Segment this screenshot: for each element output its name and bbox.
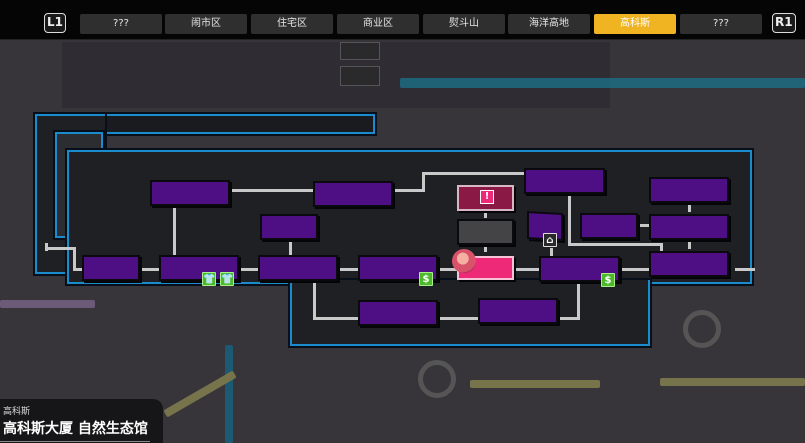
connector bbox=[337, 268, 359, 271]
map-room[interactable] bbox=[260, 214, 318, 240]
connector bbox=[568, 243, 663, 246]
tab-unknown-2[interactable]: ??? bbox=[680, 14, 762, 34]
tab-gaokesi[interactable]: 高科斯 bbox=[594, 14, 676, 34]
connector bbox=[228, 189, 314, 192]
connector bbox=[557, 317, 580, 320]
alert-room[interactable]: ! bbox=[457, 185, 514, 211]
map-room[interactable] bbox=[524, 168, 605, 194]
area-name: 高科斯 bbox=[3, 407, 31, 417]
map-room[interactable] bbox=[82, 255, 140, 281]
money-icon: $ bbox=[601, 273, 615, 287]
floor-frame-bottom bbox=[290, 280, 650, 346]
connector bbox=[735, 268, 755, 271]
upper-room bbox=[340, 66, 380, 86]
area-tab-bar: L1 ??? 闹市区 住宅区 商业区 熨斗山 海洋高地 高科斯 ??? R1 bbox=[0, 0, 805, 40]
map-room[interactable] bbox=[358, 300, 438, 326]
connector bbox=[512, 268, 540, 271]
alert-icon: ! bbox=[480, 190, 494, 204]
connector bbox=[422, 172, 425, 192]
connector bbox=[391, 189, 424, 192]
r1-bumper-button[interactable]: R1 bbox=[772, 13, 796, 33]
metro-line-yellow bbox=[470, 380, 600, 388]
connector bbox=[568, 196, 571, 244]
player-avatar-icon bbox=[452, 249, 476, 273]
shirt-icon: 👕 bbox=[202, 272, 216, 286]
location-name: 高科斯大厦 自然生态馆 bbox=[3, 421, 148, 437]
tab-unknown-1[interactable]: ??? bbox=[80, 14, 162, 34]
connector bbox=[313, 317, 359, 320]
locked-room[interactable] bbox=[457, 219, 514, 245]
home-icon: ⌂ bbox=[543, 233, 557, 247]
metro-line-blue bbox=[400, 78, 805, 88]
connector bbox=[422, 172, 526, 175]
tab-downtown[interactable]: 闹市区 bbox=[165, 14, 247, 34]
money-icon: $ bbox=[419, 272, 433, 286]
location-underline bbox=[0, 441, 150, 442]
connector bbox=[73, 247, 76, 269]
location-panel: 高科斯 高科斯大厦 自然生态馆 bbox=[0, 399, 163, 443]
connector bbox=[436, 317, 479, 320]
map-room[interactable] bbox=[258, 255, 338, 281]
connector bbox=[660, 243, 663, 251]
l1-bumper-button[interactable]: L1 bbox=[44, 13, 66, 33]
connector bbox=[45, 247, 75, 250]
connector bbox=[688, 204, 691, 212]
map-room[interactable] bbox=[649, 251, 729, 277]
metro-line-yellow bbox=[660, 378, 805, 386]
connector bbox=[237, 268, 259, 271]
connector bbox=[313, 282, 316, 318]
tab-ocean-heights[interactable]: 海洋高地 bbox=[508, 14, 590, 34]
metro-station-ring bbox=[418, 360, 456, 398]
connector bbox=[637, 224, 649, 227]
connector bbox=[436, 268, 458, 271]
tab-residential[interactable]: 住宅区 bbox=[251, 14, 333, 34]
tab-iron-hill[interactable]: 熨斗山 bbox=[423, 14, 505, 34]
upper-floor-shadow bbox=[62, 42, 610, 108]
connector bbox=[73, 268, 85, 271]
metro-line-purple bbox=[0, 300, 95, 308]
connector bbox=[289, 240, 292, 256]
connector bbox=[140, 268, 160, 271]
map-room[interactable] bbox=[580, 213, 638, 239]
connector bbox=[550, 248, 553, 256]
connector bbox=[484, 246, 487, 252]
connector bbox=[688, 241, 691, 249]
map-room[interactable] bbox=[649, 214, 729, 240]
connector bbox=[577, 283, 580, 319]
map-room[interactable] bbox=[150, 180, 230, 206]
map-room[interactable] bbox=[649, 177, 729, 203]
connector bbox=[484, 212, 487, 218]
metro-line-blue bbox=[225, 345, 233, 443]
connector bbox=[619, 268, 649, 271]
metro-station-ring bbox=[683, 310, 721, 348]
tab-commercial[interactable]: 商业区 bbox=[337, 14, 419, 34]
map-room[interactable] bbox=[478, 298, 558, 324]
upper-room bbox=[340, 42, 380, 60]
connector bbox=[173, 206, 176, 256]
shirt-icon: 👕 bbox=[220, 272, 234, 286]
map-room[interactable] bbox=[313, 181, 393, 207]
